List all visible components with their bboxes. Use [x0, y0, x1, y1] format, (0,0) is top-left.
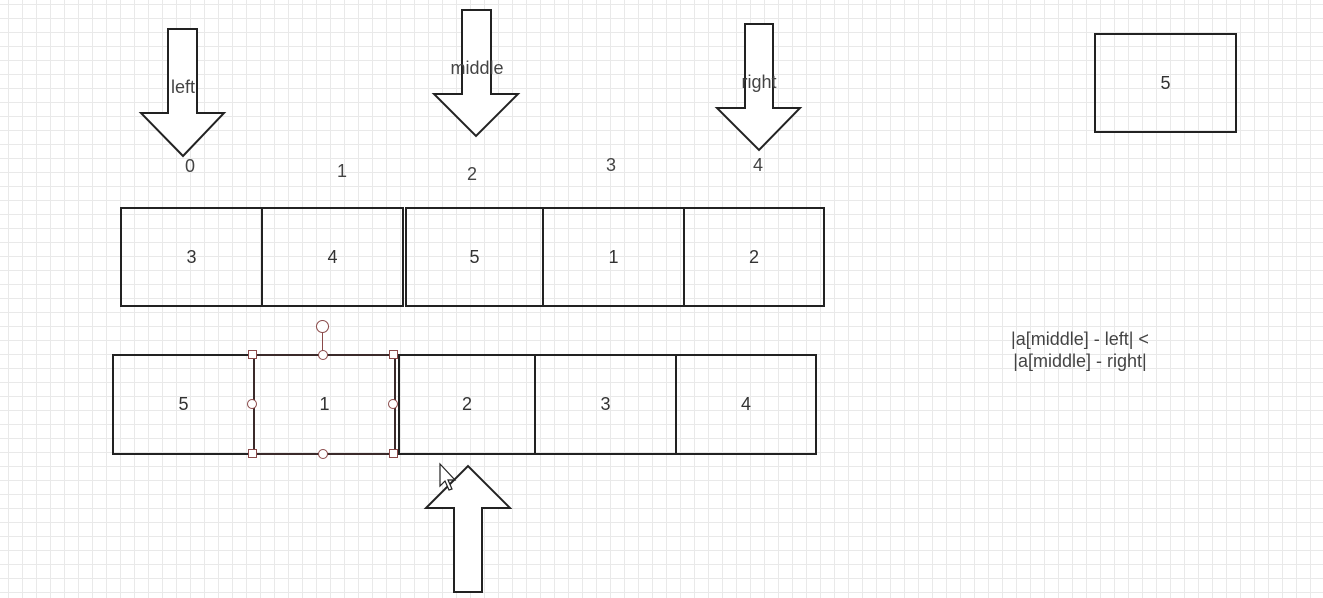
cell-value: 3 [600, 394, 611, 414]
cell-value: 5 [469, 246, 480, 267]
cell-value: 1 [319, 394, 330, 414]
resize-handle-bottom-right[interactable] [389, 449, 398, 458]
resize-handle-top-right[interactable] [389, 350, 398, 359]
cell-value: 1 [608, 246, 619, 267]
index-label: 2 [466, 164, 477, 184]
middle-pointer-label: middle [450, 58, 504, 78]
cell-value: 4 [327, 246, 338, 267]
array-after-cell[interactable]: 5 [112, 354, 255, 455]
rotate-handle-stem [322, 333, 323, 354]
rotate-handle[interactable] [316, 320, 329, 333]
resize-handle-left[interactable] [247, 399, 257, 409]
array-after-cell[interactable]: 4 [675, 354, 817, 455]
left-pointer-label: left [170, 77, 195, 97]
middle-pointer-arrow[interactable] [431, 9, 521, 138]
cell-value: 2 [748, 246, 759, 267]
right-pointer-label: right [741, 72, 777, 92]
cell-value: 3 [186, 246, 197, 267]
index-label: 1 [336, 161, 347, 181]
resize-handle-top-left[interactable] [248, 350, 257, 359]
index-label: 4 [752, 155, 763, 175]
array-after-cell-selected[interactable]: 1 [253, 354, 396, 455]
value-box[interactable]: 5 [1094, 33, 1237, 133]
mouse-cursor-icon [439, 462, 457, 491]
condition-note[interactable]: |a[middle] - left| < |a[middle] - right| [990, 328, 1170, 372]
right-pointer-arrow[interactable] [714, 23, 803, 152]
array-before-cell[interactable]: 1 [542, 207, 685, 307]
resize-handle-bottom-left[interactable] [248, 449, 257, 458]
array-after-cell[interactable]: 2 [398, 354, 536, 455]
index-label: 0 [184, 156, 195, 176]
array-before-cell[interactable]: 4 [261, 207, 404, 307]
resize-handle-right[interactable] [388, 399, 398, 409]
cell-value: 5 [178, 394, 189, 414]
array-after-cell[interactable]: 3 [534, 354, 677, 455]
cell-value: 4 [740, 394, 751, 414]
array-before-cell[interactable]: 3 [120, 207, 263, 307]
condition-line-1: |a[middle] - left| < [1011, 329, 1149, 349]
array-before-cell[interactable]: 5 [405, 207, 544, 307]
condition-line-2: |a[middle] - right| [1013, 351, 1147, 371]
array-before-cell[interactable]: 2 [683, 207, 825, 307]
index-label: 3 [605, 155, 616, 175]
value-box-text: 5 [1160, 72, 1171, 93]
up-pointer-arrow[interactable] [423, 464, 513, 593]
cell-value: 2 [461, 394, 472, 414]
resize-handle-bottom[interactable] [318, 449, 328, 459]
resize-handle-top[interactable] [318, 350, 328, 360]
left-pointer-arrow[interactable] [138, 28, 227, 158]
